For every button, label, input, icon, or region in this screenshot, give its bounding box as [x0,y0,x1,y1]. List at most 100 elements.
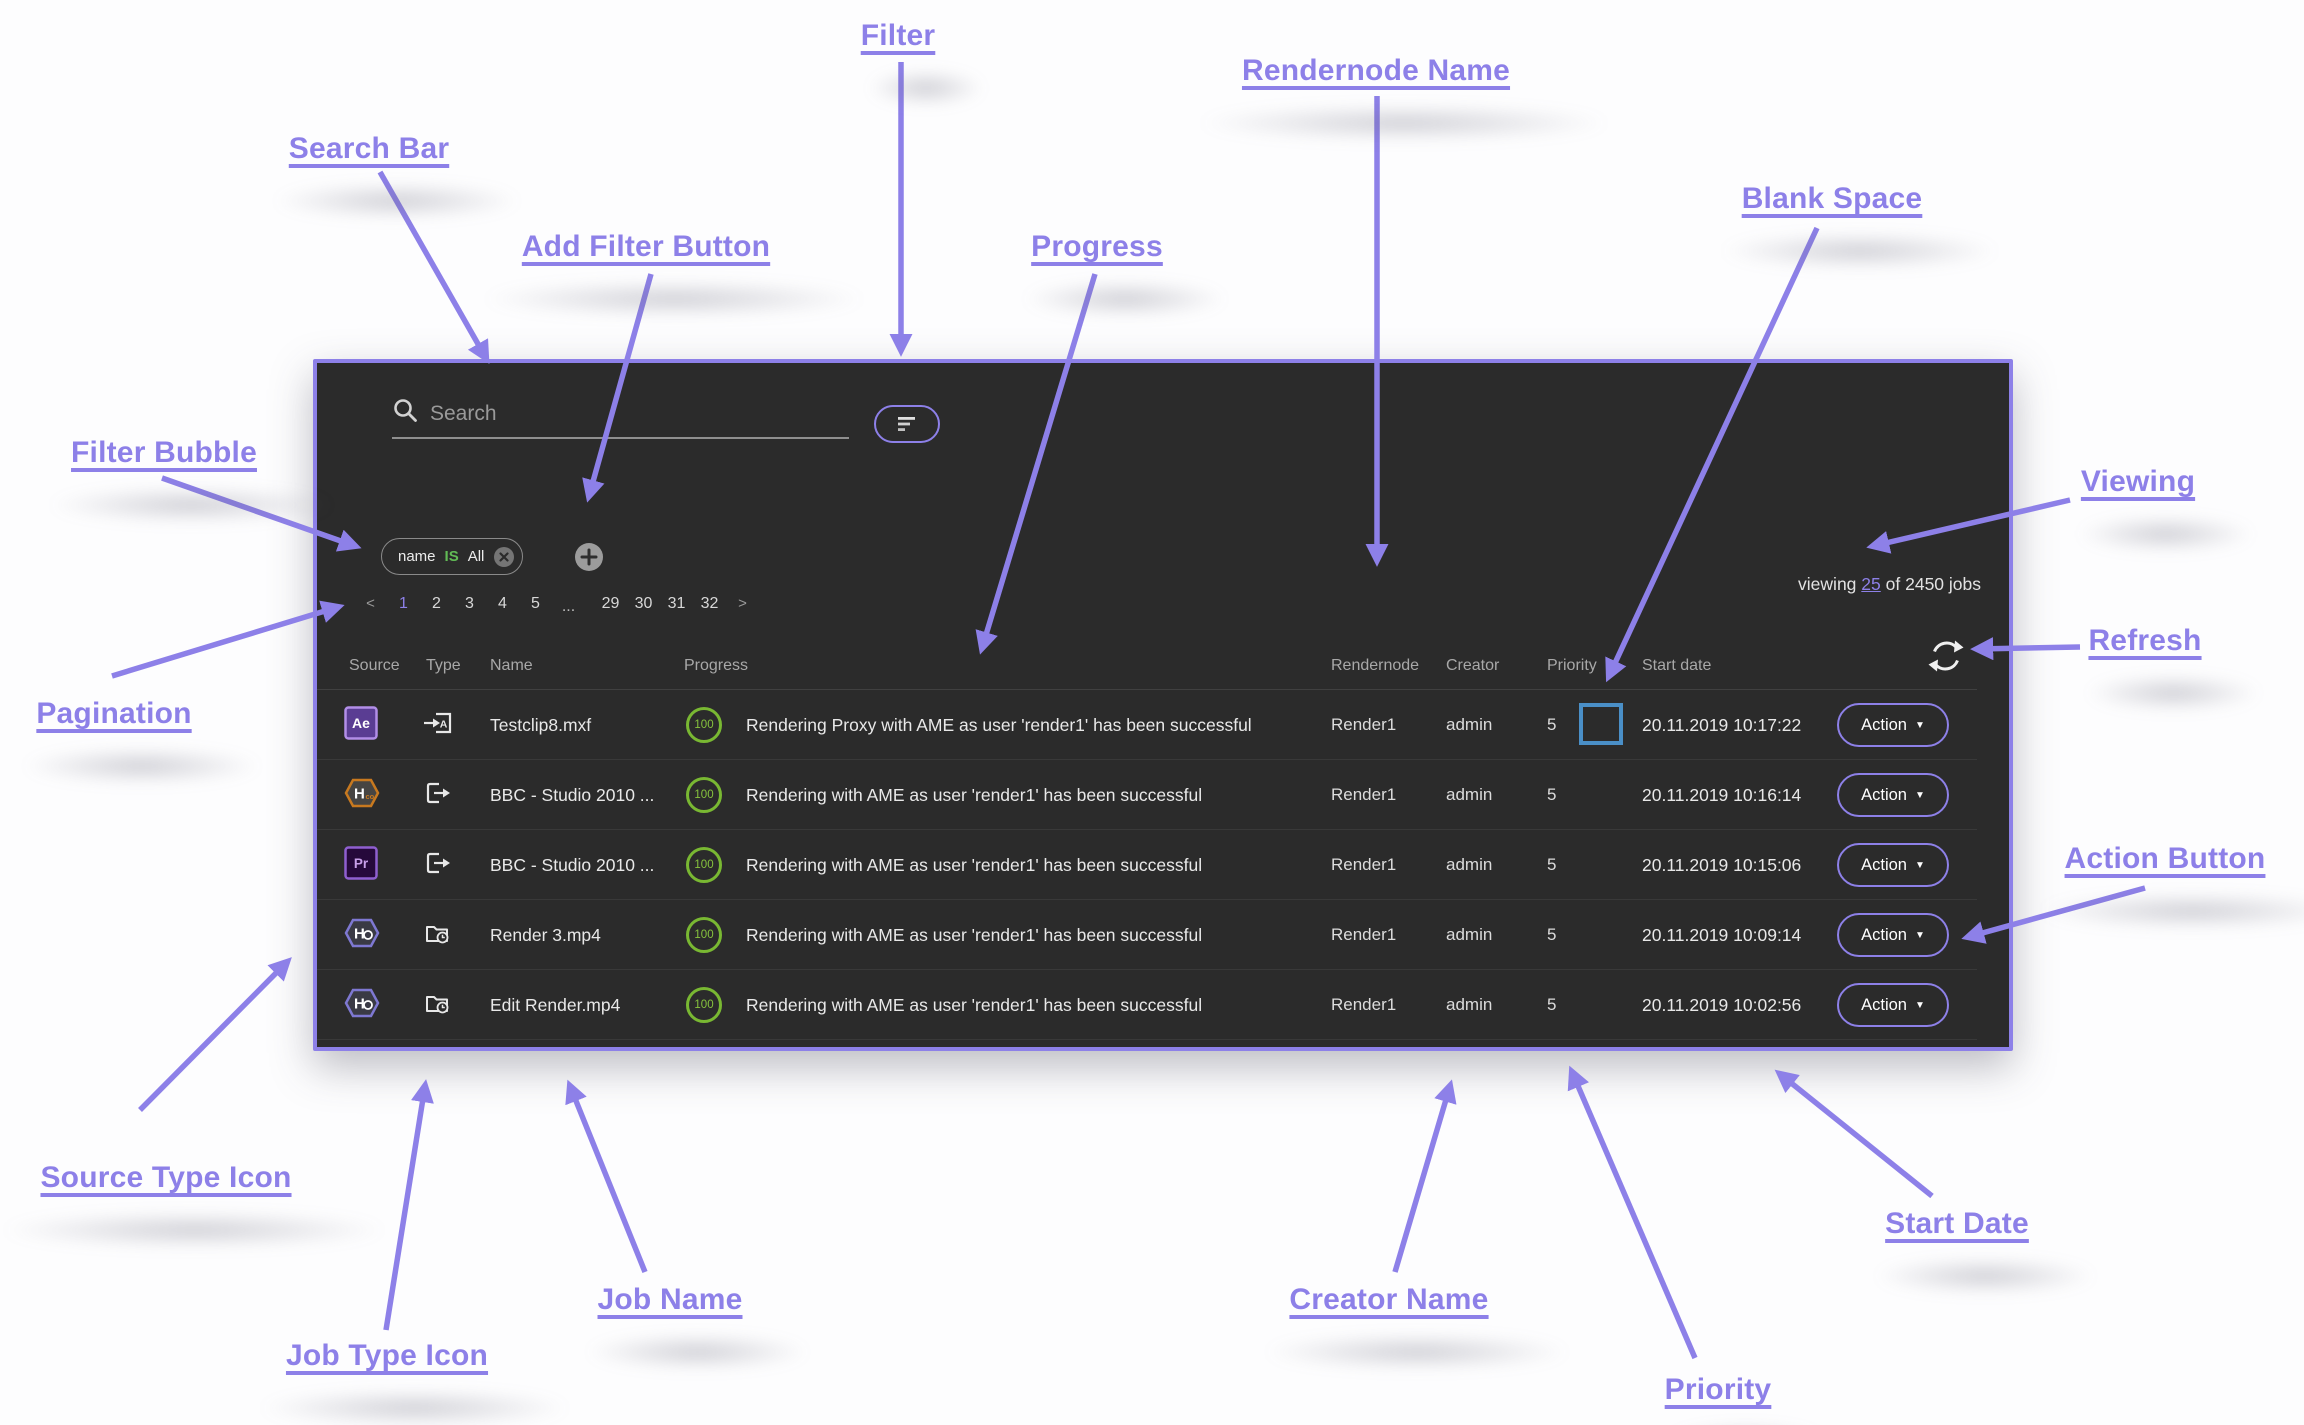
start-date: 20.11.2019 10:02:56 [1642,994,1802,1015]
job-name: BBC - Studio 2010 ... [490,784,655,805]
annotation-label-add-filter-button: Add Filter Button [521,230,771,263]
column-header-creator: Creator [1446,656,1500,674]
progress-message: Rendering with AME as user 'render1' has… [746,854,1203,875]
pagination-page-32[interactable]: 32 [700,595,719,612]
annotation-label-job-type-icon: Job Type Icon [285,1339,489,1372]
progress-ring: 100 [686,917,722,953]
svg-text:Pr: Pr [354,856,369,871]
annotation-label-priority: Priority [1664,1373,1772,1406]
pagination-prev[interactable]: < [366,595,375,612]
viewing-suffix: of 2450 jobs [1885,574,1981,594]
annotation-label-blank-space: Blank Space [1741,182,1923,215]
pagination-page-29[interactable]: 29 [601,595,620,612]
pagination-page-4[interactable]: 4 [498,595,507,612]
ae-source-icon: Ae [344,705,378,745]
render-jobs-panel: name IS All <1 2 3 4 5... 29 30 31 32 > viewing 2… [313,359,2013,1051]
filter-value: All [467,548,485,565]
progress-ring: 100 [686,987,722,1023]
action-button-label: Action [1861,785,1907,804]
chevron-down-icon: ▼ [1914,1000,1925,1011]
search-input[interactable] [428,393,852,435]
remove-filter-icon[interactable] [493,546,515,568]
progress-value: 100 [694,929,714,941]
table-row[interactable]: H Edit Render.mp4 100 Rendering with AME… [317,970,1977,1040]
annotation-label-creator-name: Creator Name [1289,1283,1489,1316]
action-button-label: Action [1861,995,1907,1014]
svg-text:Ae: Ae [352,715,370,731]
progress-ring: 100 [686,847,722,883]
pagination-ellipsis: ... [561,598,576,615]
column-header-type: Type [426,656,461,674]
viewing-prefix: viewing [1798,574,1857,594]
annotation-label-rendernode-name: Rendernode Name [1241,54,1511,87]
action-button[interactable]: Action ▼ [1837,913,1949,957]
filter-bubble[interactable]: name IS All [381,538,524,575]
progress-value: 100 [694,859,714,871]
rendernode-name: Render1 [1331,715,1397,734]
pagination-page-30[interactable]: 30 [634,595,653,612]
rendernode-name: Render1 [1331,855,1397,874]
watchfolder-icon [424,921,452,950]
svg-text:A: A [440,718,448,730]
action-button[interactable]: Action ▼ [1837,983,1949,1027]
creator-name: admin [1446,995,1493,1014]
annotation-label-progress: Progress [1031,230,1163,263]
refresh-icon [1928,640,1964,672]
job-name: Edit Render.mp4 [490,994,621,1015]
pagination-page-5[interactable]: 5 [531,595,540,612]
action-button[interactable]: Action ▼ [1837,703,1949,747]
table-row[interactable]: Pr BBC - Studio 2010 ... 100 Rendering w… [317,830,1977,900]
svg-text:co: co [366,792,375,801]
search-icon [392,397,420,430]
pagination-page-1[interactable]: 1 [399,595,408,612]
column-header-source: Source [349,656,400,674]
progress-message: Rendering with AME as user 'render1' has… [746,994,1203,1015]
pagination-next[interactable]: > [738,595,747,612]
table-row[interactable]: Ae A Testclip8.mxf 100 Rendering Proxy w… [317,690,1977,760]
creator-name: admin [1446,715,1493,734]
svg-text:H: H [354,925,365,942]
column-header-rendernode: Rendernode [1331,656,1420,674]
column-header-progress: Progress [684,656,749,674]
viewing-count-link[interactable]: 25 [1861,574,1881,594]
filter-lines-icon [898,417,915,431]
pagination-page-3[interactable]: 3 [465,595,474,612]
blank-space-highlight [1579,703,1623,745]
job-name: Testclip8.mxf [490,714,592,735]
ho-source-icon: H [344,917,380,954]
action-button[interactable]: Action ▼ [1837,843,1949,887]
job-name: BBC - Studio 2010 ... [490,854,655,875]
export-icon [424,851,452,880]
annotation-label-viewing: Viewing [2080,465,2196,498]
progress-ring: 100 [686,777,722,813]
annotation-label-filter: Filter [860,19,936,52]
chevron-down-icon: ▼ [1914,860,1925,871]
table-row[interactable]: H Render 3.mp4 100 Rendering with AME as… [317,900,1977,970]
ho-source-icon: H [344,987,380,1024]
action-button[interactable]: Action ▼ [1837,773,1949,817]
creator-name: admin [1446,855,1493,874]
refresh-button[interactable] [1924,634,1968,678]
filter-field: name [398,548,436,565]
viewing-summary: viewing 25 of 2450 jobs [1798,574,1981,595]
rendernode-name: Render1 [1331,785,1397,804]
progress-ring: 100 [686,707,722,743]
annotation-label-source-type-icon: Source Type Icon [40,1161,292,1194]
priority-value: 5 [1547,855,1557,874]
filter-button[interactable] [874,405,940,443]
annotation-label-start-date: Start Date [1885,1207,2029,1240]
progress-message: Rendering with AME as user 'render1' has… [746,784,1203,805]
start-date: 20.11.2019 10:09:14 [1642,924,1802,945]
pagination-page-2[interactable]: 2 [432,595,441,612]
search-underline [392,437,849,439]
svg-text:H: H [354,785,365,802]
add-filter-button[interactable] [574,542,604,572]
chevron-down-icon: ▼ [1914,930,1925,941]
creator-name: admin [1446,785,1493,804]
pagination-page-31[interactable]: 31 [667,595,686,612]
action-button-label: Action [1861,855,1907,874]
column-header-start-date: Start date [1642,656,1712,674]
chevron-down-icon: ▼ [1914,790,1925,801]
